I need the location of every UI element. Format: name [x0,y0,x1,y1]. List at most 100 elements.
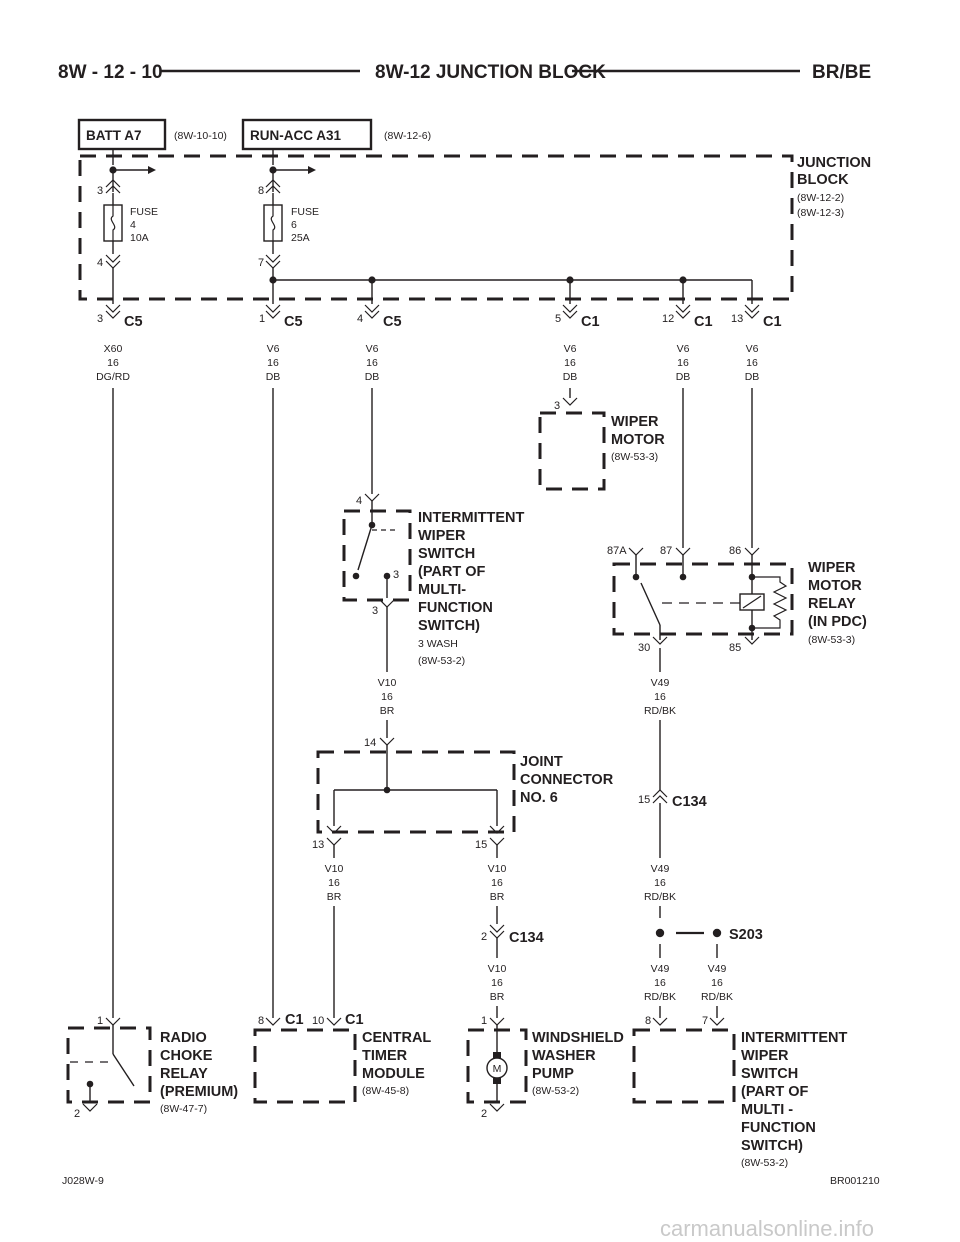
v49-b-color: RD/BK [701,991,733,1003]
int-switch-ref: (8W-53-2) [418,655,465,667]
connector-pin-icon [265,179,281,194]
fuse4-number: 4 [130,219,136,231]
relay-contact-icon [112,1053,135,1087]
source-runacc: RUN-ACC A31 (8W-12-6) [241,118,431,151]
junction-block-ref-1: (8W-12-2) [797,192,844,204]
footer: J028W-9 BR001210 carmanualsonline.info [62,1175,880,1241]
c134-right: 15 C134 [638,789,707,810]
splice-node-left [655,928,665,938]
fuse4-word: FUSE [130,206,158,218]
jb5-circuit: V6 [746,343,759,355]
int-switch-label-6: FUNCTION [418,600,493,616]
v49-mid-color: RD/BK [644,891,676,903]
connector-pin-icon [709,1017,725,1026]
splice-name: S203 [729,927,763,943]
int-switch-label-5: MULTI- [418,582,466,598]
footer-right-code: BR001210 [830,1175,880,1187]
jb0-pin: 3 [97,313,103,325]
jb5-pin: 13 [731,313,743,325]
jb-connector-4: 12 C1 V6 16 DB [662,304,713,383]
connector-pin-icon [265,304,281,319]
intermittent-switch-bottom: 8 7 INTERMITTENT WIPER SWITCH (PART OF M… [632,1015,847,1169]
wiper-motor-outline [538,411,606,491]
junction-block-outline [78,154,794,301]
jb3-circuit: V6 [564,343,577,355]
joint-pin-left: 13 [312,839,324,851]
c134-left: 2 C134 [481,924,544,946]
jb3-name: C1 [581,314,600,330]
joint-connector: 14 13 15 JOINT CONNECTOR NO. 6 [312,737,614,851]
joint-pin-top: 14 [364,737,376,749]
relay-label-4: (IN PDC) [808,614,867,630]
relay-pin-86: 86 [729,545,741,557]
wire-label-v10-right: V10 16 BR [488,863,507,903]
radio-label-3: RELAY [160,1066,208,1082]
jb2-name: C5 [383,314,402,330]
int-switch-label-2: WIPER [418,528,466,544]
connector-pin-icon [652,1017,668,1026]
jb4-circuit: V6 [677,343,690,355]
relay-pin-30: 30 [638,642,650,654]
connector-pin-icon [265,1017,281,1026]
intermittent-switch-top: 4 3 3 INTERMITTENT WIPER SWITCH (PART OF… [342,493,524,672]
v10-pump-color: BR [490,991,505,1003]
jb1-color: DB [266,371,281,383]
pump-pin-bottom: 2 [481,1108,487,1120]
switch-contact-icon [357,524,373,571]
v10-right-gauge: 16 [491,877,503,889]
v49-a-gauge: 16 [654,977,666,989]
connector-pin-icon [326,825,342,834]
joint-label-1: JOINT [520,754,563,770]
wire-label-v49-b: V49 16 RD/BK [701,963,733,1003]
v49-a-color: RD/BK [644,991,676,1003]
int-switch-outline [342,509,412,602]
int-switch-pin-bottom: 3 [372,605,378,617]
wiper-motor-ref: (8W-53-3) [611,451,658,463]
jb3-gauge: 16 [564,357,576,369]
connector-pin-icon [105,1017,121,1026]
timer-pin-b: 10 [312,1015,324,1027]
timer-label-1: CENTRAL [362,1030,431,1046]
timer-label-2: TIMER [362,1048,408,1064]
connector-pin-icon [675,547,691,556]
wiper-motor: 3 WIPER MOTOR (8W-53-3) [538,397,665,491]
fuse4-rating: 10A [130,232,149,244]
v49-mid-gauge: 16 [654,877,666,889]
connector-pin-icon [265,254,281,269]
v10-left-circuit: V10 [325,863,344,875]
relay-resistor-icon [752,576,788,629]
splice-node-right [712,928,722,938]
v10-left-color: BR [327,891,342,903]
pump-ref: (8W-53-2) [532,1085,579,1097]
page-title: 8W-12 JUNCTION BLOCK [375,62,606,83]
int-switch-label-1: INTERMITTENT [418,510,524,526]
wire-label-v10-left: V10 16 BR [325,863,344,903]
jb1-gauge: 16 [267,357,279,369]
fuse6-word: FUSE [291,206,319,218]
connector-pin-icon [562,304,578,319]
arrow-icon [148,166,156,174]
pump-label-2: WASHER [532,1048,596,1064]
radio-label-4: (PREMIUM) [160,1084,238,1100]
connector-pin-icon [105,179,121,194]
timer-label-3: MODULE [362,1066,425,1082]
v49-top-color: RD/BK [644,705,676,717]
connector-pin-icon [652,789,668,804]
int-bottom-pin-a: 8 [645,1015,651,1027]
int-switch-note: 3 WASH [418,638,458,650]
jb1-pin: 1 [259,313,265,325]
runacc-label: RUN-ACC A31 [250,128,341,143]
c134-right-name: C134 [672,794,707,810]
jb0-color: DG/RD [96,371,130,383]
v49-a-circuit: V49 [651,963,670,975]
v10-pump-gauge: 16 [491,977,503,989]
v10-left-gauge: 16 [328,877,340,889]
fuse6-number: 6 [291,219,297,231]
connector-pin-icon [82,1103,98,1112]
jb4-gauge: 16 [677,357,689,369]
radio-relay-outline [66,1026,152,1104]
c134-left-name: C134 [509,930,544,946]
connector-pin-icon [744,636,760,645]
relay-label-2: MOTOR [808,578,862,594]
fuse4-pin-in: 3 [97,185,103,197]
